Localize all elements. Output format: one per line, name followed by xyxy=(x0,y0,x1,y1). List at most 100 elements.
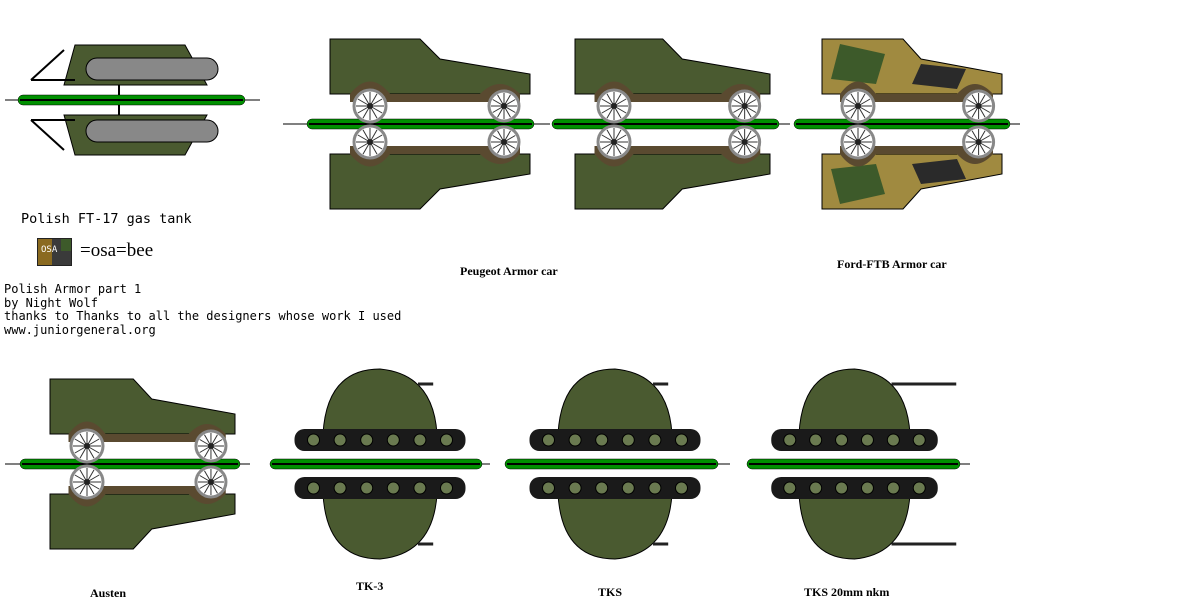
wheel-hub xyxy=(741,139,748,145)
road-wheel xyxy=(440,433,453,447)
road-wheel xyxy=(886,481,900,495)
wheel-hub xyxy=(84,443,90,449)
road-wheel xyxy=(413,481,427,495)
osa-badge-icon: OSA xyxy=(37,238,72,266)
ft17-title: Polish FT-17 gas tank xyxy=(21,211,192,227)
road-wheel xyxy=(360,433,374,447)
chassis xyxy=(350,94,520,102)
hull xyxy=(322,493,438,560)
road-wheel xyxy=(886,433,900,447)
road-wheel xyxy=(386,433,400,447)
road-wheel xyxy=(542,433,555,447)
wheel-hub xyxy=(367,103,373,109)
road-wheel xyxy=(542,481,555,495)
chassis xyxy=(68,434,226,442)
peugeot-2-mirror xyxy=(574,124,771,210)
base-center-line xyxy=(20,99,243,101)
road-wheel xyxy=(648,433,662,447)
base-center-line xyxy=(554,123,777,125)
road-wheel xyxy=(440,481,453,495)
road-wheel xyxy=(413,433,427,447)
label-peugeot: Peugeot Armor car xyxy=(460,264,558,278)
tks-mirror xyxy=(529,477,701,560)
track xyxy=(294,477,466,499)
road-wheel xyxy=(307,433,320,447)
road-wheel xyxy=(595,481,609,495)
road-wheel xyxy=(835,481,849,495)
wheel-hub xyxy=(855,139,861,145)
ft17-side xyxy=(30,44,219,95)
austen-mirror xyxy=(49,464,236,550)
camo-patch xyxy=(912,64,966,89)
track xyxy=(85,57,219,81)
road-wheel xyxy=(809,481,823,495)
road-wheel xyxy=(621,481,635,495)
track xyxy=(529,429,701,451)
road-wheel xyxy=(783,433,797,447)
label-tk3: TK-3 xyxy=(356,579,384,593)
chassis xyxy=(68,486,226,494)
road-wheel xyxy=(783,481,797,495)
wheel-hub xyxy=(501,103,507,109)
wheel-hub xyxy=(975,103,982,109)
base-center-line xyxy=(309,123,532,125)
road-wheel xyxy=(675,481,688,495)
camo-patch xyxy=(831,44,885,84)
credit-author: by Night Wolf xyxy=(4,295,98,310)
wheel-hub xyxy=(207,479,214,485)
base-center-line xyxy=(749,463,958,465)
road-wheel xyxy=(386,481,400,495)
credit-title: Polish Armor part 1 xyxy=(4,282,142,296)
road-wheel xyxy=(621,433,635,447)
base-center-line xyxy=(272,463,480,465)
peugeot-2-side xyxy=(574,38,771,124)
track xyxy=(294,429,466,451)
wheel-hub xyxy=(611,103,617,109)
tks-20mm-side xyxy=(771,368,957,451)
road-wheel xyxy=(360,481,374,495)
chassis xyxy=(840,146,993,154)
credit-thanks: thanks to Thanks to all the designers wh… xyxy=(4,309,402,323)
camo-patch xyxy=(831,164,885,204)
osa-legend: =osa=bee xyxy=(80,240,154,261)
label-ford-ftb: Ford-FTB Armor car xyxy=(837,257,947,271)
peugeot-side xyxy=(329,38,531,124)
track xyxy=(85,119,219,143)
road-wheel xyxy=(675,433,688,447)
base-center-line xyxy=(507,463,716,465)
road-wheel xyxy=(568,481,582,495)
wheel-hub xyxy=(207,443,214,449)
chassis xyxy=(840,94,993,102)
label-tks: TKS xyxy=(598,585,623,599)
chassis xyxy=(594,146,761,154)
peugeot-mirror xyxy=(329,124,531,210)
hull xyxy=(322,368,438,435)
wheel-hub xyxy=(367,139,373,145)
chassis xyxy=(350,146,520,154)
road-wheel xyxy=(860,481,874,495)
base-center-line xyxy=(22,463,238,465)
tail xyxy=(30,49,75,81)
ford-ftb-side xyxy=(821,38,1003,124)
road-wheel xyxy=(333,433,347,447)
label-austen: Austen xyxy=(90,586,127,600)
hull xyxy=(798,493,911,560)
road-wheel xyxy=(568,433,582,447)
hull xyxy=(557,368,673,435)
tks-20mm-mirror xyxy=(771,477,957,560)
tk3-mirror xyxy=(294,477,466,560)
wheel-hub xyxy=(501,139,507,145)
ft17-mirror xyxy=(30,105,219,156)
road-wheel xyxy=(333,481,347,495)
wheel-hub xyxy=(855,103,861,109)
wheel-hub xyxy=(84,479,90,485)
wheel-hub xyxy=(611,139,617,145)
label-tks-20mm: TKS 20mm nkm xyxy=(804,585,890,599)
hull xyxy=(798,368,911,435)
road-wheel xyxy=(307,481,320,495)
hull xyxy=(557,493,673,560)
tks-side xyxy=(529,368,701,451)
